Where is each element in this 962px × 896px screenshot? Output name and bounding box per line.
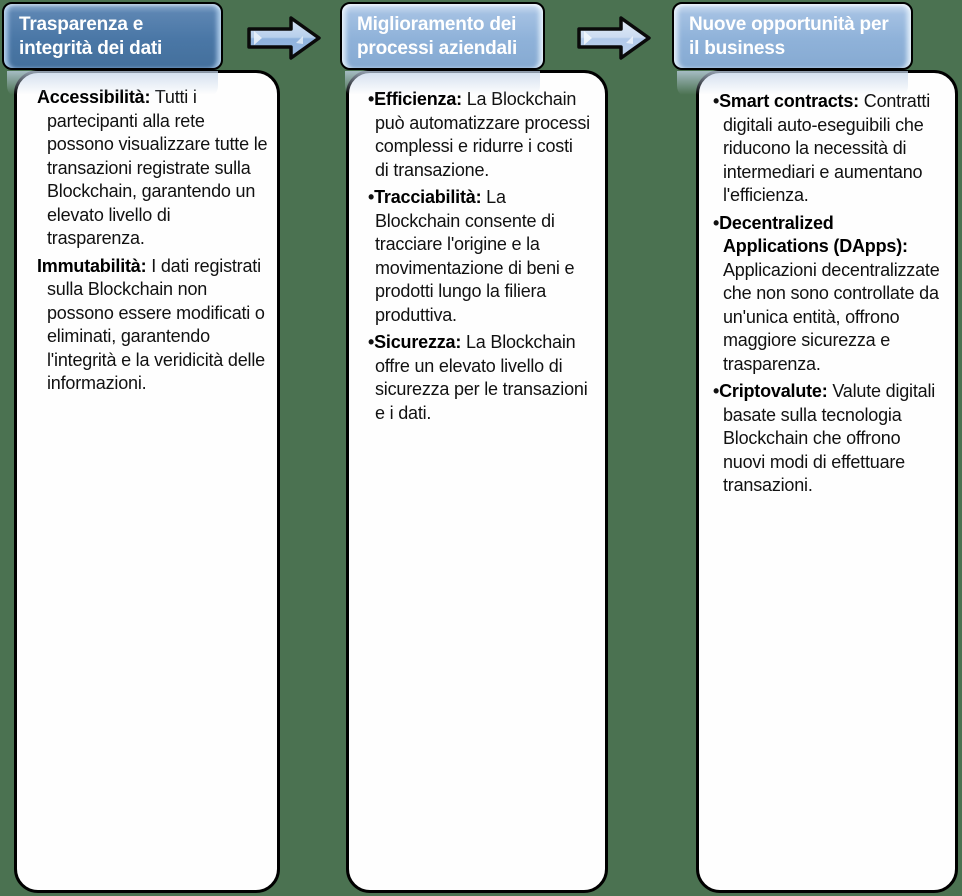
header-box-nuove-opportunita: Nuove opportunità per il business — [672, 2, 913, 70]
list-item: •Sicurezza: La Blockchain offre un eleva… — [368, 331, 591, 425]
item-term: Immutabilità: — [37, 255, 147, 276]
bullet-icon: • — [368, 187, 375, 207]
list-item: •Tracciabilità: La Blockchain consente d… — [368, 186, 591, 327]
bullet-icon: • — [713, 91, 720, 111]
item-text: Tutti i partecipanti alla rete possono v… — [47, 87, 268, 248]
header-title: Miglioramento dei processi aziendali — [357, 13, 518, 59]
header-reflection — [7, 71, 218, 98]
content-card-nuove-opportunita: •Smart contracts: Contratti digitali aut… — [696, 70, 958, 893]
list-item: Accessibilità: Tutti i partecipanti alla… — [37, 86, 270, 251]
list-item: •Smart contracts: Contratti digitali aut… — [713, 90, 941, 208]
item-text: La Blockchain consente di tracciare l'or… — [375, 187, 575, 325]
item-term: Tracciabilità: — [374, 187, 482, 207]
header-reflection — [345, 71, 540, 98]
item-text: Valute digitali basate sulla tecnologia … — [723, 381, 936, 495]
item-text: Applicazioni decentralizzate che non son… — [723, 259, 940, 374]
item-term: Decentralized Applications (DApps): — [719, 212, 908, 257]
item-text: La Blockchain può automatizzare processi… — [375, 89, 590, 180]
bullet-icon: • — [368, 332, 375, 352]
item-text: La Blockchain offre un elevato livello d… — [375, 332, 588, 423]
right-arrow-icon — [246, 12, 322, 64]
bullet-icon: • — [368, 89, 375, 109]
item-term: Sicurezza: — [374, 332, 462, 352]
header-box-miglioramento: Miglioramento dei processi aziendali — [340, 2, 545, 70]
list-item: •Criptovalute: Valute digitali basate su… — [713, 380, 941, 498]
content-card-trasparenza: Accessibilità: Tutti i partecipanti alla… — [14, 70, 280, 893]
header-box-trasparenza: Trasparenza e integrità dei dati — [2, 2, 223, 70]
header-title: Trasparenza e integrità dei dati — [19, 13, 163, 59]
header-title: Nuove opportunità per il business — [689, 13, 889, 59]
content-card-miglioramento: •Efficienza: La Blockchain può automatiz… — [346, 70, 608, 893]
list-item: •Decentralized Applications (DApps): App… — [713, 212, 941, 377]
right-arrow-icon — [576, 12, 652, 64]
item-term: Criptovalute: — [719, 381, 828, 401]
list-item: •Efficienza: La Blockchain può automatiz… — [368, 88, 591, 182]
list-item: Immutabilità: I dati registrati sulla Bl… — [37, 255, 270, 396]
item-text: I dati registrati sulla Blockchain non p… — [47, 255, 265, 394]
bullet-icon: • — [713, 212, 720, 233]
header-reflection — [677, 71, 908, 98]
bullet-icon: • — [713, 381, 720, 401]
